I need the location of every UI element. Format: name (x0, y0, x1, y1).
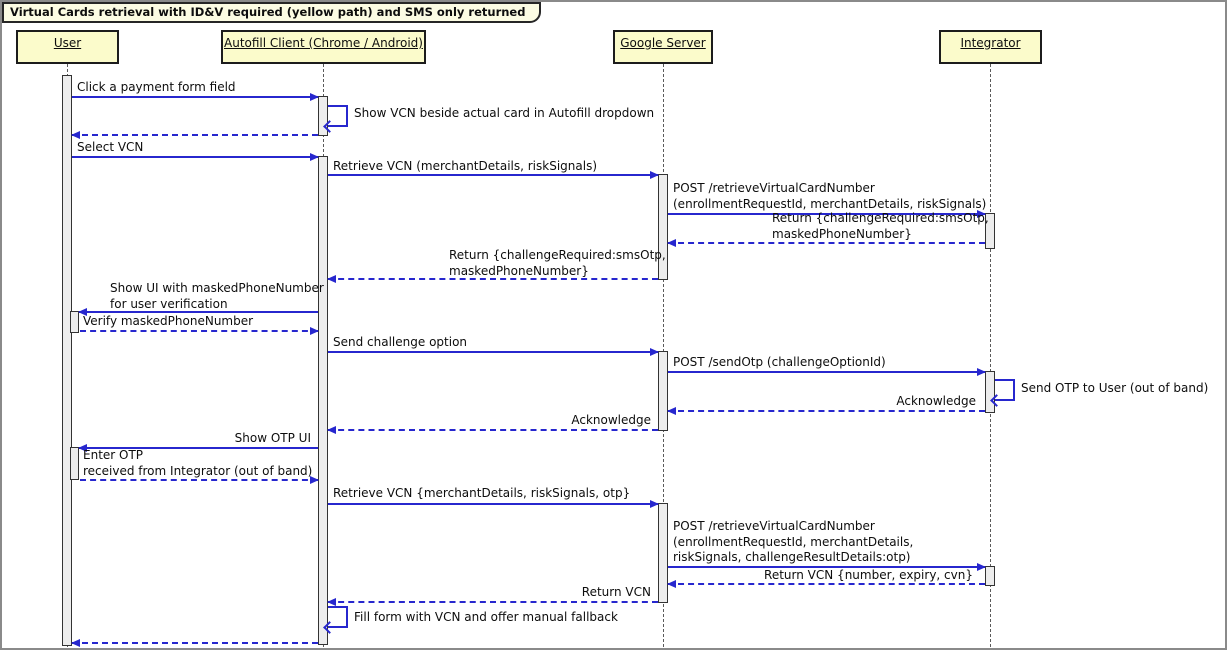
participant-google-server: Google Server (613, 30, 713, 64)
arrowhead-right-icon (977, 210, 986, 218)
message-label: Return VCN (581, 585, 651, 599)
message-arrow-post-retrieve-1 (668, 210, 986, 218)
participant-label: Google Server (620, 36, 706, 50)
message-arrow-enter-otp (80, 476, 319, 484)
message-arrow-show-otp-ui (78, 444, 318, 452)
self-message-send-otp (990, 379, 1015, 407)
message-label: Click a payment form field (77, 80, 236, 94)
message-label: Show UI with maskedPhoneNumber for user … (110, 281, 324, 311)
message-label: Verify maskedPhoneNumber (83, 314, 254, 328)
participant-label: Autofill Client (Chrome / Android) (224, 36, 423, 50)
message-label: Return {challengeRequired:smsOtp, masked… (772, 211, 989, 241)
participant-label: Integrator (960, 36, 1021, 50)
message-arrow-post-send-otp (668, 368, 986, 376)
arrowhead-left-icon (327, 598, 336, 606)
message-arrow-click-payment-field (72, 93, 319, 101)
activation-autofill-2 (318, 156, 328, 645)
message-label: Send challenge option (333, 335, 468, 349)
message-label: POST /sendOtp (challengeOptionId) (673, 355, 886, 369)
arrowhead-left-icon (71, 131, 80, 139)
self-message-show-vcn (323, 105, 348, 133)
activation-google-3 (658, 503, 668, 603)
arrowhead-right-icon (310, 93, 319, 101)
lifeline-integrator (990, 64, 991, 647)
arrowhead-left-icon (327, 275, 336, 283)
message-arrow-acknowledge-integrator (667, 407, 985, 415)
message-label: POST /retrieveVirtualCardNumber (enrollm… (673, 181, 987, 211)
activation-google-1 (658, 174, 668, 280)
arrowhead-right-icon (650, 348, 659, 356)
arrowhead-right-icon (650, 171, 659, 179)
message-arrow-retrieve-vcn-1 (328, 171, 659, 179)
message-arrow-post-retrieve-2 (668, 563, 986, 571)
message-label: Show VCN beside actual card in Autofill … (354, 106, 655, 120)
message-label: Return {challengeRequired:smsOtp, masked… (449, 248, 666, 278)
self-message-fill-form (323, 606, 348, 634)
message-arrow-verify-masked-phone (80, 327, 319, 335)
arrowhead-left-icon (78, 308, 87, 316)
arrowhead-left-icon (667, 239, 676, 247)
message-arrow-retrieve-vcn-2 (328, 500, 659, 508)
message-arrow-return-vcn-google (327, 598, 658, 606)
activation-integrator-1 (985, 213, 995, 249)
participant-label: User (53, 36, 82, 50)
message-label: Fill form with VCN and offer manual fall… (354, 610, 618, 624)
arrowhead-left-icon (667, 407, 676, 415)
arrowhead-right-icon (310, 153, 319, 161)
participant-integrator: Integrator (939, 30, 1042, 64)
message-label: POST /retrieveVirtualCardNumber (enrollm… (673, 519, 914, 564)
arrowhead-left-icon (667, 580, 676, 588)
message-arrow-final-return-to-user (71, 639, 318, 647)
message-arrow-return-challenge-integrator (667, 239, 985, 247)
arrowhead-left-icon (78, 444, 87, 452)
activation-user-nested-1 (70, 311, 79, 333)
arrowhead-right-icon (310, 476, 319, 484)
diagram-title: Virtual Cards retrieval with ID&V requir… (10, 5, 526, 19)
message-arrow-return-challenge-google (327, 275, 658, 283)
message-label: Send OTP to User (out of band) (1021, 381, 1209, 395)
arrowhead-left-icon (71, 639, 80, 647)
message-arrow-return-to-user (71, 131, 318, 139)
message-arrow-select-vcn (72, 153, 319, 161)
message-label: Retrieve VCN (merchantDetails, riskSigna… (333, 159, 597, 173)
activation-user-nested-2 (70, 447, 79, 480)
message-arrow-send-challenge-option (328, 348, 659, 356)
activation-autofill-1 (318, 96, 328, 136)
diagram-title-tab: Virtual Cards retrieval with ID&V requir… (2, 2, 542, 23)
arrowhead-right-icon (977, 563, 986, 571)
activation-google-2 (658, 351, 668, 431)
message-arrow-acknowledge-google (327, 426, 658, 434)
message-label: Select VCN (77, 140, 144, 154)
message-label: Return VCN {number, expiry, cvn} (764, 568, 973, 582)
arrowhead-left-icon (327, 426, 336, 434)
activation-integrator-3 (985, 566, 995, 586)
arrowhead-right-icon (977, 368, 986, 376)
arrowhead-right-icon (650, 500, 659, 508)
participant-autofill-client: Autofill Client (Chrome / Android) (221, 30, 426, 64)
message-label: Enter OTP received from Integrator (out … (83, 448, 313, 478)
message-label: Acknowledge (571, 413, 651, 427)
message-arrow-show-ui-masked-phone (78, 308, 318, 316)
arrowhead-right-icon (310, 327, 319, 335)
activation-user-main (62, 75, 72, 646)
participant-user: User (16, 30, 119, 64)
activation-integrator-2 (985, 371, 995, 413)
message-label: Show OTP UI (234, 431, 311, 445)
message-label: Acknowledge (896, 394, 976, 408)
message-arrow-return-vcn-integrator (667, 580, 985, 588)
message-label: Retrieve VCN {merchantDetails, riskSigna… (333, 486, 631, 500)
